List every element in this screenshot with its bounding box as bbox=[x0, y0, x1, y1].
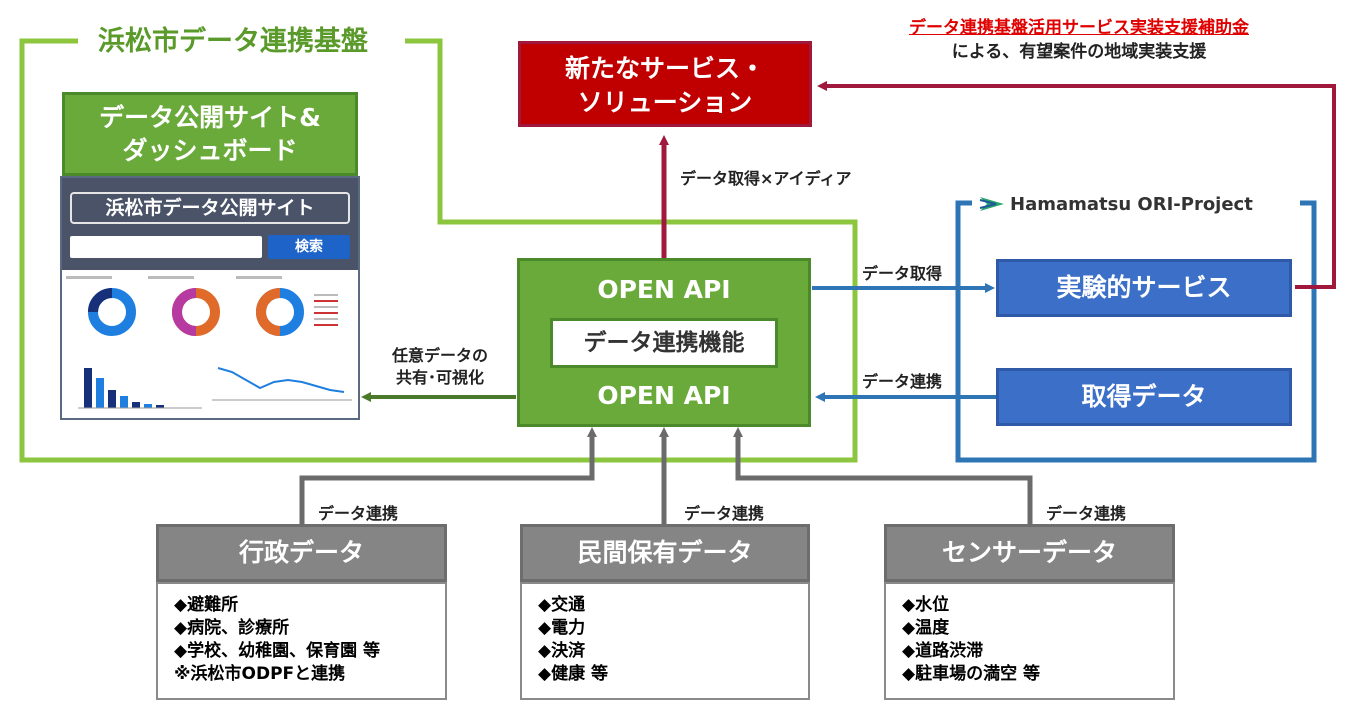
donut-chart-1-segment bbox=[88, 288, 113, 313]
bar-7 bbox=[156, 405, 164, 408]
legend-swatch bbox=[314, 318, 338, 320]
new-service-box: 新たなサービス・ ソリューション bbox=[518, 41, 812, 127]
admin-data-header: 行政データ bbox=[156, 524, 447, 582]
sensor-data-header: センサーデータ bbox=[884, 524, 1175, 582]
list-item: ◆学校、幼稚園、保育園 等 bbox=[174, 641, 380, 661]
subsidy-title: データ連携基盤活用サービス実装支援補助金 bbox=[909, 18, 1249, 38]
dashboard-caption bbox=[148, 276, 194, 279]
waterfall-line bbox=[217, 367, 345, 393]
ori-logo-icon bbox=[979, 197, 1004, 211]
arrow-admin-to-core bbox=[299, 427, 597, 524]
platform-title: 浜松市データ連携基盤 bbox=[86, 24, 380, 60]
bar-2 bbox=[96, 378, 104, 408]
portal-title-box: データ公開サイト& ダッシュボード bbox=[62, 92, 358, 176]
label-link-admin: データ連携 bbox=[318, 504, 399, 523]
bar-5 bbox=[132, 402, 140, 408]
dashboard-charts bbox=[66, 276, 352, 409]
legend-swatch bbox=[314, 306, 338, 308]
experimental-service-box: 実験的サービス bbox=[996, 259, 1292, 317]
label-share-line2: 共有･可視化 bbox=[395, 368, 484, 387]
arrow-sensor-to-core bbox=[733, 427, 1033, 524]
label-share: 任意データの 共有･可視化 bbox=[370, 345, 510, 389]
donut-chart-3-segment bbox=[255, 288, 281, 336]
list-item: ◆温度 bbox=[902, 618, 950, 638]
bar-4 bbox=[120, 396, 128, 408]
label-acquire: データ取得 bbox=[862, 264, 943, 283]
data-link-function: データ連携機能 bbox=[550, 318, 778, 368]
portal-search-button[interactable]: 検索 bbox=[268, 235, 350, 259]
open-api-top-label: OPEN API bbox=[597, 275, 731, 304]
portal-title-line1: データ公開サイト& bbox=[99, 103, 321, 132]
private-data-header: 民間保有データ bbox=[520, 524, 810, 582]
arrow-subsidy-loop bbox=[817, 81, 1336, 289]
list-item: ◆電力 bbox=[538, 618, 586, 638]
bar-3 bbox=[108, 390, 116, 408]
legend-swatch bbox=[314, 324, 338, 326]
label-link-private: データ連携 bbox=[684, 504, 765, 523]
donut-chart-2-segment bbox=[171, 288, 197, 336]
list-item: ◆駐車場の満空 等 bbox=[902, 664, 1040, 684]
platform-frame bbox=[19, 38, 858, 463]
label-acquire-idea: データ取得×アイディア bbox=[680, 169, 852, 188]
new-service-line1: 新たなサービス・ bbox=[564, 54, 765, 83]
list-item: ※浜松市ODPFと連携 bbox=[174, 664, 346, 684]
core-api-box: OPEN API データ連携機能 OPEN API bbox=[517, 258, 811, 427]
subsidy-note: データ連携基盤活用サービス実装支援補助金 による、有望案件の地域実装支援 bbox=[840, 16, 1318, 64]
list-item: ◆決済 bbox=[538, 641, 586, 661]
portal-title-line2: ダッシュボード bbox=[122, 136, 298, 165]
sensor-data-list: ◆水位 ◆温度 ◆道路渋滞 ◆駐車場の満空 等 bbox=[884, 582, 1175, 700]
ori-title: Hamamatsu ORI-Project bbox=[972, 190, 1259, 218]
portal-search-input[interactable] bbox=[70, 236, 262, 258]
bar-6 bbox=[144, 404, 152, 408]
bar-1 bbox=[84, 368, 92, 408]
label-share-line1: 任意データの bbox=[391, 346, 488, 365]
new-service-line2: ソリューション bbox=[577, 88, 753, 117]
admin-data-list: ◆避難所 ◆病院、診療所 ◆学校、幼稚園、保育園 等 ※浜松市ODPFと連携 bbox=[156, 582, 447, 700]
dashboard-caption bbox=[236, 276, 282, 279]
legend-swatch bbox=[314, 312, 338, 314]
label-link-sensor: データ連携 bbox=[1046, 504, 1127, 523]
portal-screenshot: 浜松市データ公開サイト 検索 bbox=[60, 176, 360, 420]
list-item: ◆水位 bbox=[902, 595, 950, 615]
list-item: ◆健康 等 bbox=[538, 664, 608, 684]
legend-swatch bbox=[314, 294, 338, 296]
list-item: ◆病院、診療所 bbox=[174, 618, 290, 638]
portal-site-title: 浜松市データ公開サイト bbox=[70, 192, 350, 224]
ori-frame bbox=[955, 200, 1317, 463]
list-item: ◆交通 bbox=[538, 595, 586, 615]
private-data-list: ◆交通 ◆電力 ◆決済 ◆健康 等 bbox=[520, 582, 810, 700]
legend-swatch bbox=[314, 300, 338, 302]
dashboard-caption bbox=[66, 276, 112, 279]
open-api-bottom-label: OPEN API bbox=[597, 381, 731, 410]
acquired-data-box: 取得データ bbox=[996, 368, 1292, 426]
list-item: ◆避難所 bbox=[174, 595, 239, 615]
label-link-right: データ連携 bbox=[862, 372, 943, 391]
subsidy-subtitle: による、有望案件の地域実装支援 bbox=[951, 42, 1207, 62]
list-item: ◆道路渋滞 bbox=[902, 641, 984, 661]
ori-title-text: Hamamatsu ORI-Project bbox=[1010, 193, 1253, 215]
